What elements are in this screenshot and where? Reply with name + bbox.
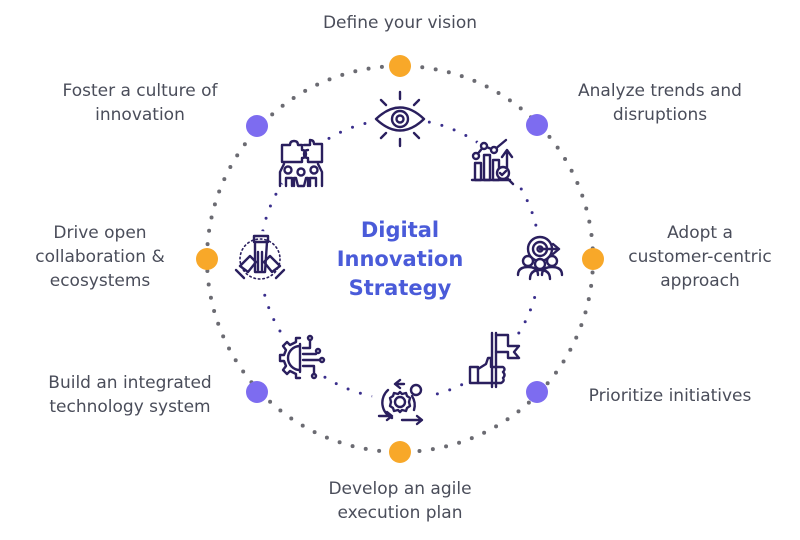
node-tech-system	[246, 381, 268, 403]
center-title-line-3: Strategy	[348, 276, 452, 300]
label-collaboration: Drive open collaboration & ecosystems	[35, 223, 165, 291]
target-customers-icon	[516, 235, 564, 281]
label-agile-plan: Develop an agile execution plan	[328, 479, 472, 523]
agile-cycle-gear-icon	[377, 378, 424, 426]
eye-icon	[374, 90, 426, 148]
node-prioritize	[526, 381, 548, 403]
label-customer-centric: Adopt a customer-centric approach	[628, 223, 772, 291]
center-title-line-1: Digital	[360, 218, 440, 242]
node-culture	[246, 115, 268, 137]
flag-hand-icon	[468, 331, 521, 389]
node-customer-centric	[582, 248, 604, 270]
label-culture: Foster a culture of innovation	[62, 81, 218, 125]
node-define-vision	[389, 55, 411, 77]
team-puzzle-icon	[278, 138, 324, 188]
label-prioritize: Prioritize initiatives	[588, 386, 752, 406]
stacked-hands-icon	[234, 234, 286, 280]
node-analyze-trends	[526, 114, 548, 136]
node-agile-plan	[389, 441, 411, 463]
label-analyze-trends: Analyze trends and disruptions	[578, 81, 742, 125]
center-title-line-2: Innovation	[336, 247, 464, 271]
tech-gear-circuit-icon	[278, 334, 326, 380]
center-title: Digital Innovation Strategy	[320, 216, 480, 303]
trend-analysis-icon	[470, 138, 515, 186]
label-tech-system: Build an integrated technology system	[48, 373, 212, 417]
node-collaboration	[196, 248, 218, 270]
label-define-vision: Define your vision	[322, 13, 478, 33]
